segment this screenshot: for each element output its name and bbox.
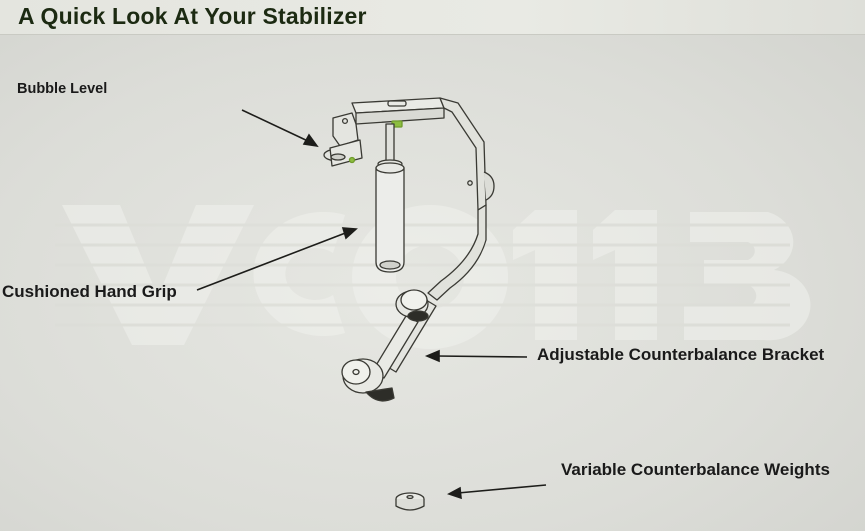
counterbalance-weights-label: Variable Counterbalance Weights [561,460,830,479]
bubble-level-label: Bubble Level [17,81,108,97]
arrow-head-bracket [424,349,440,363]
hand-grip-label: Cushioned Hand Grip [2,282,177,301]
arrow-bubble-level [241,109,311,143]
arrow-bracket [435,355,528,358]
arrow-head-weights [447,486,462,500]
counterbalance-bracket-label: Adjustable Counterbalance Bracket [537,345,825,364]
page-title: A Quick Look At Your Stabilizer [18,3,367,29]
arrow-weights [457,484,547,494]
arrow-hand-grip [196,231,349,291]
pointer-arrows [196,109,547,500]
arrow-head-bubble-level [302,133,319,148]
arrow-head-hand-grip [341,227,358,240]
watermark-logo [55,205,811,349]
title-bar: A Quick Look At Your Stabilizer [0,0,865,35]
stabilizer-line-art [323,97,495,511]
